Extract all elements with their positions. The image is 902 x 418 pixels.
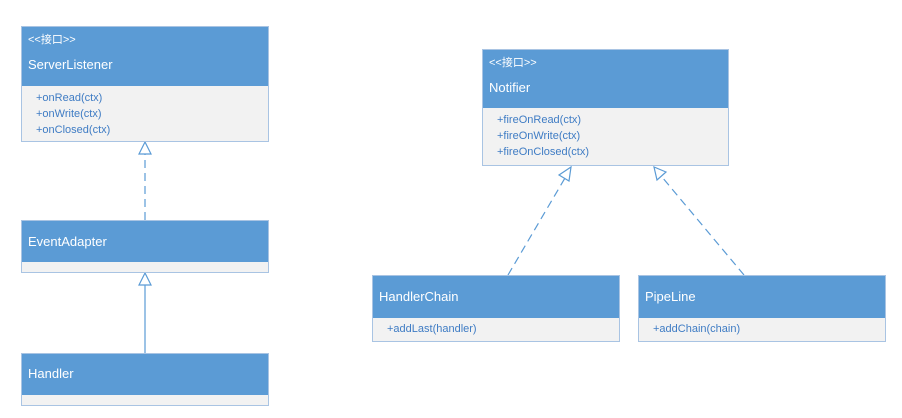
class-name: EventAdapter: [28, 234, 107, 249]
class-header: Handler: [22, 354, 268, 395]
stereotype-label: <<接口>>: [489, 57, 537, 69]
class-box-pipeline[interactable]: PipeLine +addChain(chain): [638, 275, 886, 342]
realization-arrowhead-serverlistener: [138, 140, 152, 155]
class-box-handlerchain[interactable]: HandlerChain +addLast(handler): [372, 275, 620, 342]
operation: +onRead(ctx): [36, 92, 103, 104]
class-header: <<接口>> ServerListener: [22, 27, 268, 86]
class-box-notifier[interactable]: <<接口>> Notifier +fireOnRead(ctx) +fireOn…: [482, 49, 729, 166]
class-name: Handler: [28, 366, 74, 381]
operation: +addChain(chain): [653, 323, 741, 335]
realization-line-pipeline-notifier: [661, 176, 745, 276]
stereotype-label: <<接口>>: [28, 34, 76, 46]
class-header: HandlerChain: [373, 276, 619, 318]
class-name: ServerListener: [28, 57, 113, 72]
operation: +fireOnClosed(ctx): [497, 146, 590, 158]
operations-compartment: +fireOnRead(ctx) +fireOnWrite(ctx) +fire…: [483, 108, 728, 164]
operations-compartment: +onRead(ctx) +onWrite(ctx) +onClosed(ctx…: [22, 86, 268, 142]
operation: +onWrite(ctx): [36, 108, 102, 120]
class-header: PipeLine: [639, 276, 885, 318]
operations-compartment: +addLast(handler): [373, 318, 619, 341]
class-header: <<接口>> Notifier: [483, 50, 728, 108]
realization-line-handlerchain-notifier: [507, 177, 566, 276]
operation: +onClosed(ctx): [36, 124, 111, 136]
generalization-arrowhead-eventadapter: [138, 271, 152, 286]
operation: +fireOnWrite(ctx): [497, 130, 581, 142]
operations-compartment: +addChain(chain): [639, 318, 885, 341]
operation: +fireOnRead(ctx): [497, 114, 582, 126]
realization-arrowhead-notifier-left: [557, 165, 572, 182]
operation: +addLast(handler): [387, 323, 477, 335]
class-name: HandlerChain: [379, 289, 459, 304]
class-header: EventAdapter: [22, 221, 268, 262]
class-box-serverlistener[interactable]: <<接口>> ServerListener +onRead(ctx) +onWr…: [21, 26, 269, 142]
class-box-eventadapter[interactable]: EventAdapter: [21, 220, 269, 273]
class-name: Notifier: [489, 80, 531, 95]
class-box-handler[interactable]: Handler: [21, 353, 269, 406]
class-name: PipeLine: [645, 289, 696, 304]
realization-arrowhead-notifier-right: [653, 165, 668, 182]
